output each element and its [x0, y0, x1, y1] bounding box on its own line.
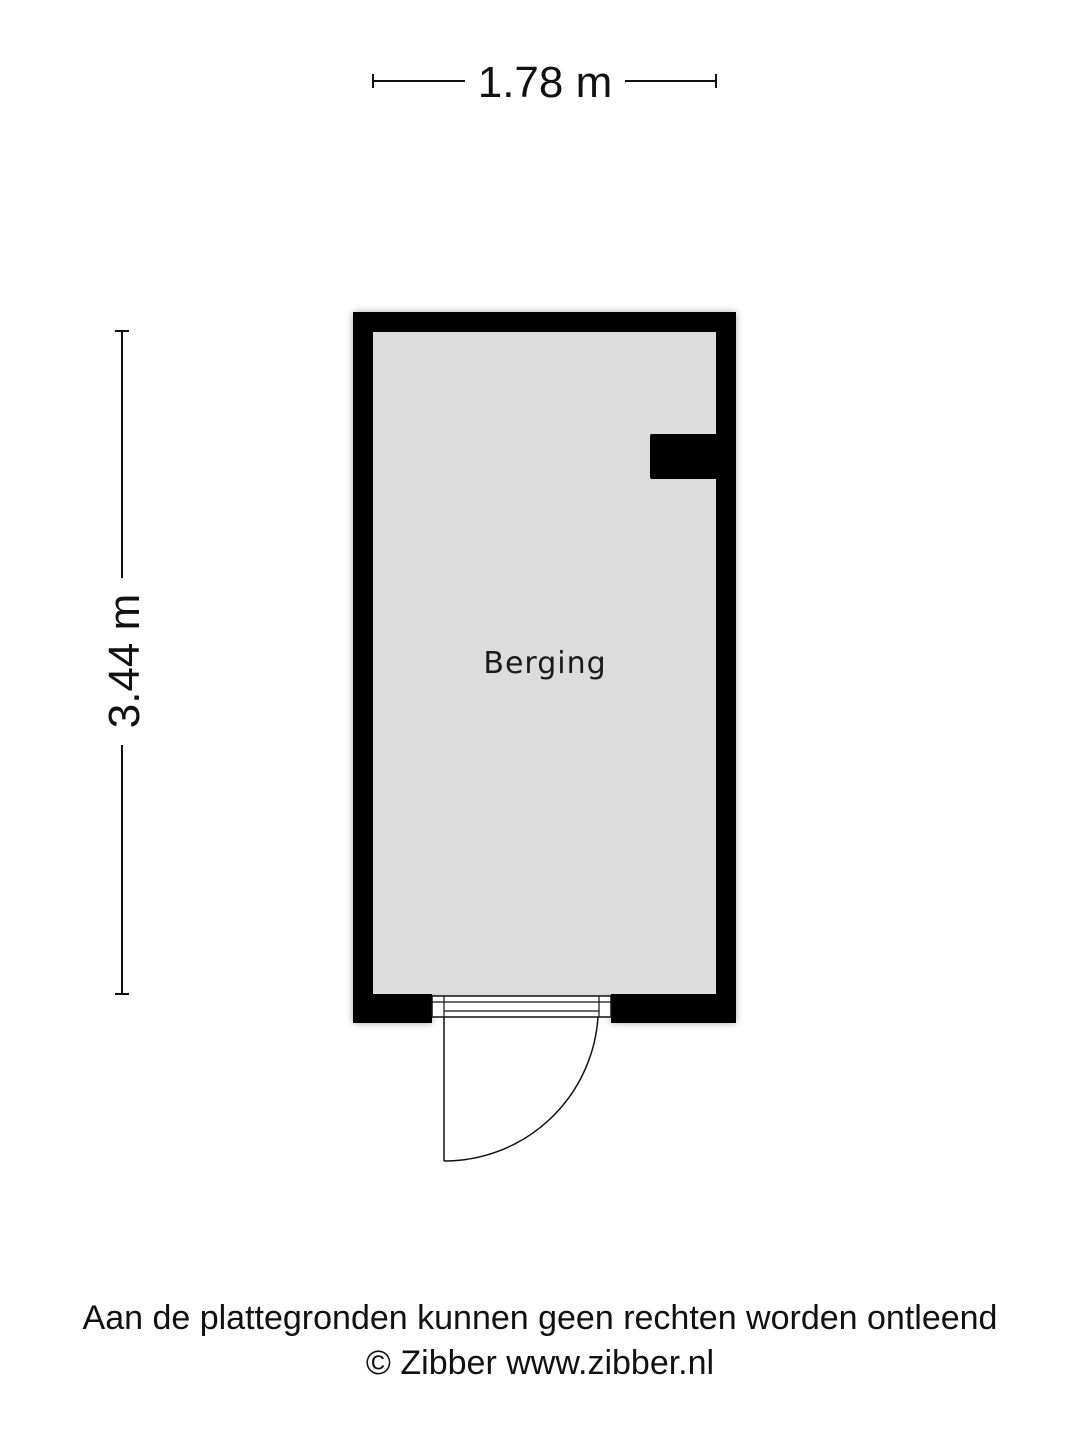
- room-label-berging: Berging: [483, 646, 606, 681]
- width-dimension-label: 1.78 m: [478, 58, 613, 107]
- footer-disclaimer: Aan de plattegronden kunnen geen rechten…: [82, 1299, 998, 1337]
- wall-bottom-left: [353, 994, 432, 1023]
- wall-column: [650, 434, 720, 479]
- height-dimension: 3.44 m: [100, 330, 149, 995]
- wall-left: [353, 312, 373, 1023]
- wall-right: [716, 312, 736, 1023]
- width-dimension: 1.78 m: [372, 58, 717, 107]
- height-dimension-label: 3.44 m: [100, 594, 149, 729]
- footer-credit: © Zibber www.zibber.nl: [365, 1344, 715, 1382]
- wall-top: [353, 312, 736, 332]
- door-frame: [431, 995, 612, 1018]
- wall-bottom-right: [611, 994, 736, 1023]
- room-berging: [353, 312, 736, 1023]
- door: [431, 995, 612, 1162]
- door-swing-arc: [443, 1016, 599, 1162]
